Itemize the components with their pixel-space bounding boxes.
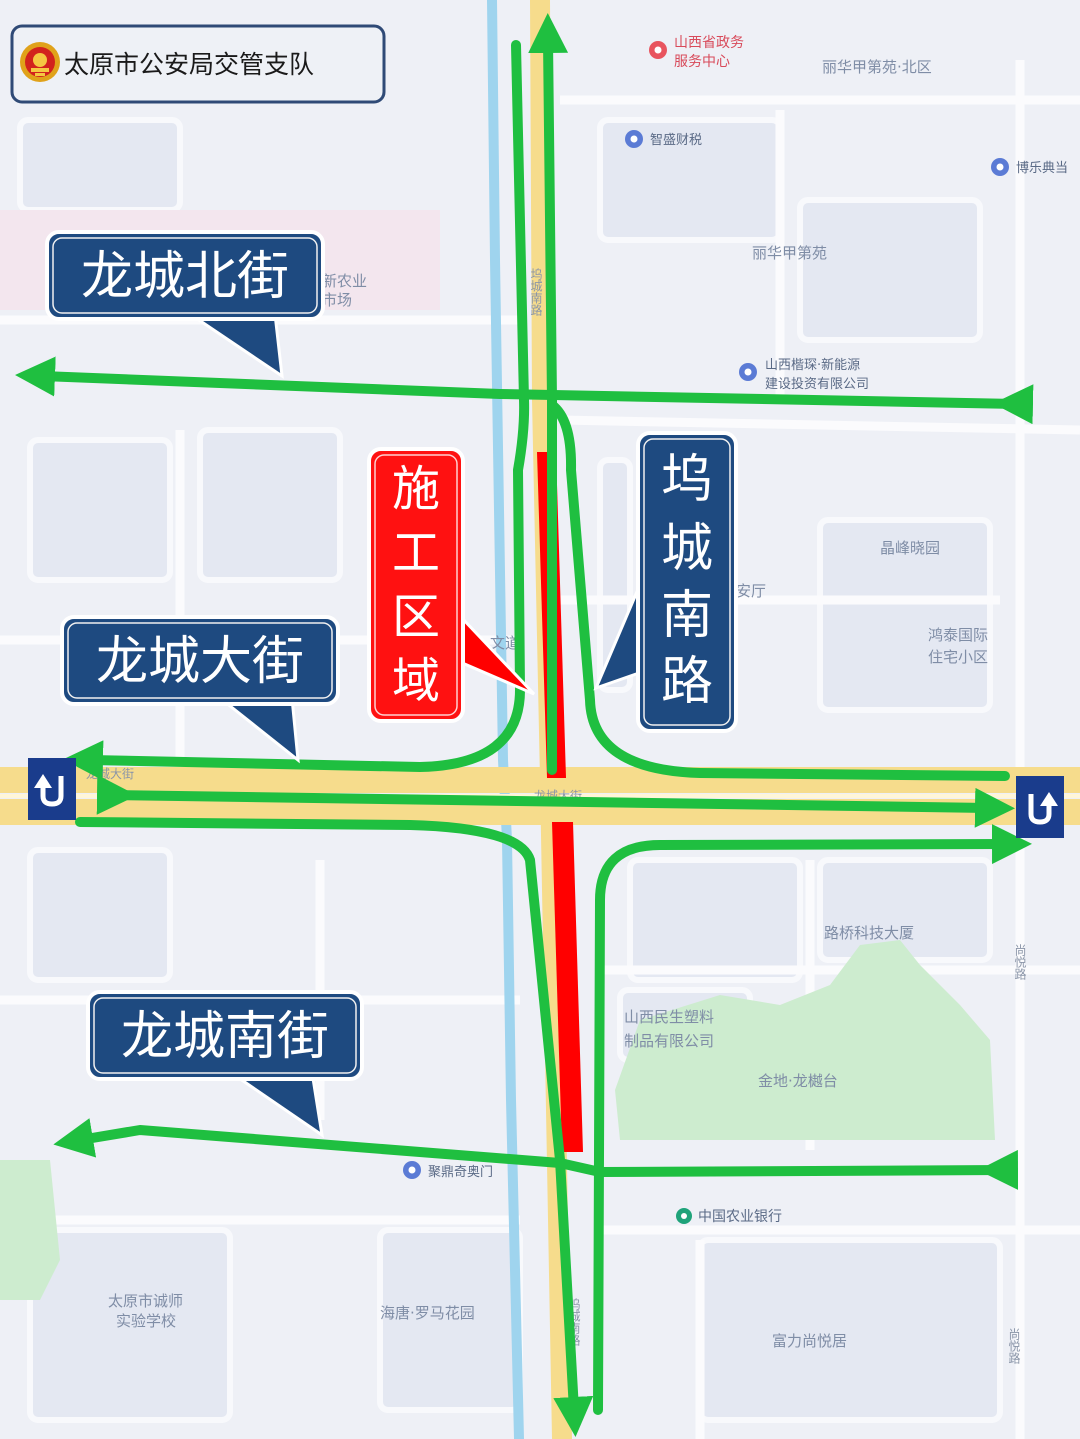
- u-turn-right-icon: [1016, 776, 1064, 838]
- poi-fuli: 富力尚悦居: [772, 1332, 847, 1350]
- poi-haitang: 海唐·罗马花园: [380, 1304, 475, 1322]
- poi-jingfeng: 晶峰晓园: [880, 539, 940, 557]
- vertical-road-char-1: 坞: [661, 450, 713, 510]
- poi-wendao: 文道: [490, 634, 520, 652]
- route-southbound-east-side: [593, 824, 1032, 1415]
- detour-routes: [15, 13, 1034, 1437]
- poi-hongtai-2: 住宅小区: [928, 648, 988, 666]
- poi-service-center-1: 山西省政务: [674, 35, 744, 51]
- road-shangyue-label-1: 尚悦路: [1013, 944, 1027, 981]
- poi-lihua-north: 丽华甲第苑·北区: [822, 58, 932, 76]
- vertical-road-char-3: 南: [661, 586, 713, 646]
- road-wucheng-north-label: 坞城南路: [529, 267, 543, 317]
- poi-kaihuan-1: 山西楷琛·新能源: [765, 357, 860, 373]
- construction-char-2: 工: [392, 525, 440, 581]
- location-pin-icon: [625, 130, 643, 148]
- road-shangyue-label-2: 尚悦路: [1007, 1328, 1021, 1365]
- poi-abc: 中国农业银行: [698, 1209, 782, 1225]
- poi-bole: 博乐典当: [1016, 161, 1068, 176]
- park-area: [615, 940, 995, 1140]
- poi-anting: 安厅: [736, 582, 766, 600]
- location-pin-icon: [649, 41, 667, 59]
- header-badge: 太原市公安局交管支队: [10, 24, 386, 104]
- location-pin-icon: [403, 1161, 421, 1179]
- north-street-label: 龙城北街: [81, 247, 289, 307]
- u-turn-left-icon: [28, 758, 76, 820]
- poi-jindi: 金地·龙樾台: [758, 1072, 838, 1090]
- poi-minsheng-2: 制品有限公司: [624, 1032, 714, 1050]
- park-area-west: [0, 1160, 60, 1300]
- poi-school-2: 实验学校: [116, 1312, 176, 1330]
- route-longcheng-main-south-lane: [75, 817, 594, 1437]
- construction-char-1: 施: [392, 461, 440, 517]
- construction-char-3: 区: [392, 589, 440, 645]
- poi-new-agri-1: 新农业: [322, 272, 367, 290]
- route-longcheng-main-east: [96, 774, 1015, 828]
- poi-jusheng: 聚鼎奇奥门: [428, 1164, 493, 1180]
- header-title: 太原市公安局交管支队: [64, 50, 314, 79]
- construction-callout: 施 工 区 域: [367, 447, 536, 723]
- location-pin-icon: [739, 363, 757, 381]
- poi-hongtai-1: 鸿泰国际: [928, 626, 988, 644]
- south-street-callout: 龙城南街: [86, 990, 364, 1139]
- poi-service-center-2: 服务中心: [674, 54, 730, 70]
- vertical-road-callout: 坞 城 南 路: [593, 431, 738, 733]
- bank-icon: [676, 1208, 692, 1224]
- poi-kaihuan-2: 建设投资有限公司: [765, 376, 869, 392]
- middle-street-label: 龙城大街: [96, 632, 304, 692]
- road-longcheng-small-label: 龙城大街: [86, 767, 134, 781]
- north-street-callout: 龙城北街: [45, 230, 325, 380]
- poi-school-1: 太原市诚师: [108, 1292, 183, 1310]
- vertical-road-char-4: 路: [661, 652, 713, 712]
- poi-lihua: 丽华甲第苑: [752, 244, 827, 262]
- poi-minsheng-1: 山西民生塑料: [624, 1008, 714, 1026]
- poi-luqiao: 路桥科技大厦: [824, 924, 914, 942]
- route-longcheng-south-street: [53, 1118, 1019, 1190]
- middle-street-callout: 龙城大街: [60, 615, 340, 764]
- poi-zhisheng: 智盛财税: [650, 133, 702, 148]
- vertical-road-char-2: 城: [661, 519, 713, 579]
- south-street-label: 龙城南街: [121, 1007, 329, 1067]
- poi-new-agri-2: 市场: [322, 291, 352, 309]
- construction-char-4: 域: [392, 653, 440, 709]
- route-longcheng-north-street: [15, 356, 1034, 425]
- city-blocks: [17, 117, 1003, 1423]
- location-pin-icon: [991, 158, 1009, 176]
- police-badge-icon: [20, 42, 60, 82]
